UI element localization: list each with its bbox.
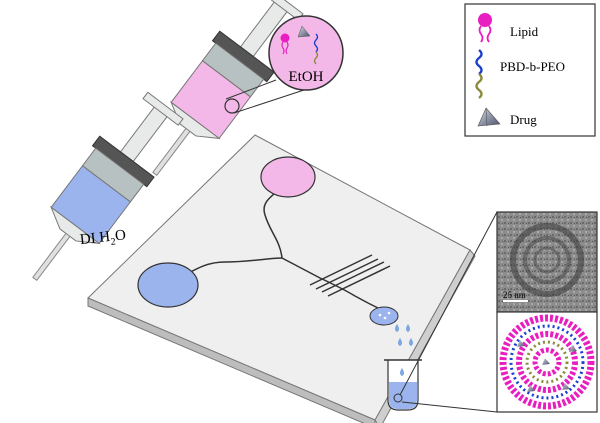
lipid-icon (478, 13, 492, 43)
outlet-chamber (369, 306, 399, 326)
ethanol-inlet (260, 156, 316, 198)
collection-tube (384, 359, 422, 411)
tem-image-panel: 25 nm (496, 211, 598, 313)
legend-lipid-label: Lipid (510, 24, 539, 39)
vesicle-schematic-panel (496, 311, 598, 413)
polymer-icon (475, 49, 483, 99)
water-syringe-label: DI H2O (79, 227, 127, 251)
water-syringe (32, 91, 184, 282)
scale-bar-label: 25 nm (503, 290, 526, 300)
ethanol-label: EtOH (289, 69, 324, 85)
microfluidic-chip (87, 134, 476, 423)
legend-polymer-label: PBD-b-PEO (500, 59, 565, 74)
tube-callout-lines (399, 211, 498, 413)
water-inlet (137, 262, 199, 308)
outlet-dots (378, 311, 391, 320)
drug-icon (477, 107, 501, 127)
legend-drug-label: Drug (510, 112, 537, 127)
falling-droplets (395, 324, 413, 346)
ethanol-zoom-callout: EtOH (224, 15, 344, 114)
ethanol-syringe (152, 0, 304, 177)
legend: Lipid PBD-b-PEO Drug (464, 3, 596, 137)
